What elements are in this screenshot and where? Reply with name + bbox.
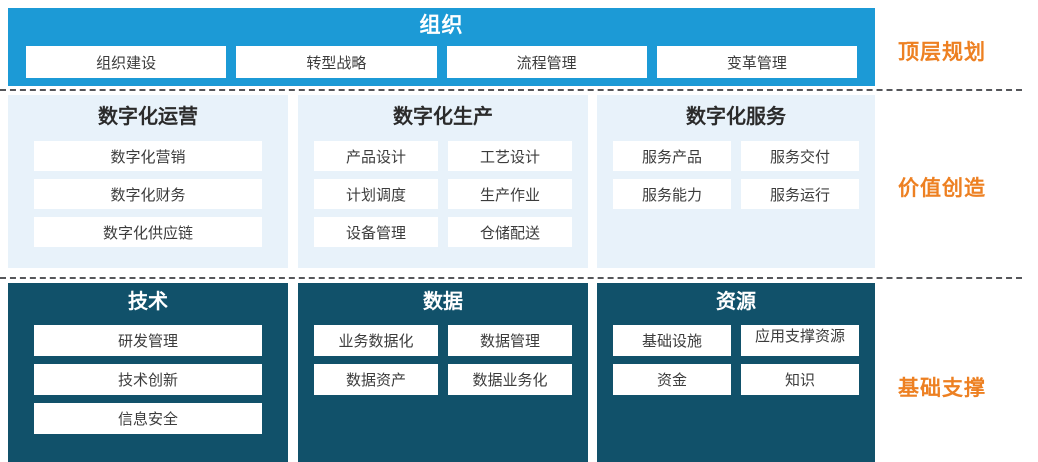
middle-panel-items: 产品设计 工艺设计 计划调度 生产作业 设备管理 仓储配送 — [298, 141, 588, 247]
middle-panel-item[interactable]: 服务产品 — [613, 141, 731, 171]
bottom-panel-title: 技术 — [128, 291, 168, 313]
layer-divider-bottom — [0, 277, 1022, 279]
middle-panel-item[interactable]: 服务运行 — [741, 179, 859, 209]
top-layer-item[interactable]: 组织建设 — [26, 46, 227, 78]
bottom-panel-item[interactable]: 研发管理 — [34, 325, 262, 356]
top-layer-item[interactable]: 转型战略 — [236, 46, 437, 78]
middle-panel-title: 数字化运营 — [98, 106, 198, 128]
bottom-panel-item[interactable]: 数据资产 — [314, 364, 438, 395]
top-layer-item-row: 组织建设 转型战略 流程管理 变革管理 — [26, 46, 857, 78]
middle-panel-digital-operations: 数字化运营 数字化营销 数字化财务 数字化供应链 — [8, 95, 288, 268]
bottom-panel-title: 数据 — [423, 291, 463, 313]
bottom-panel-item[interactable]: 基础设施 — [613, 325, 731, 356]
bottom-panel-data: 数据 业务数据化 数据管理 数据资产 数据业务化 — [298, 283, 588, 462]
top-layer-item[interactable]: 变革管理 — [656, 46, 857, 78]
bottom-panel-items: 基础设施 应用支撑资源 资金 知识 — [597, 325, 875, 395]
middle-panel-item[interactable]: 数字化财务 — [34, 179, 262, 209]
bottom-panel-item[interactable]: 数据业务化 — [448, 364, 572, 395]
bottom-panel-item[interactable]: 业务数据化 — [314, 325, 438, 356]
layer-divider-top — [0, 89, 1022, 91]
bottom-panel-resource: 资源 基础设施 应用支撑资源 资金 知识 — [597, 283, 875, 462]
middle-panel-item[interactable]: 产品设计 — [314, 141, 438, 171]
middle-panel-item[interactable]: 设备管理 — [314, 217, 438, 247]
top-layer-panel: 组织 组织建设 转型战略 流程管理 变革管理 — [8, 8, 875, 86]
stage-label-foundation-support: 基础支撑 — [898, 377, 986, 400]
stage-label-top-level-planning: 顶层规划 — [898, 41, 986, 64]
top-layer-item[interactable]: 流程管理 — [446, 46, 647, 78]
stage-label-value-creation: 价值创造 — [898, 177, 986, 200]
middle-panel-title: 数字化服务 — [686, 106, 786, 128]
middle-panel-items: 服务产品 服务交付 服务能力 服务运行 — [597, 141, 875, 209]
bottom-panel-item[interactable]: 知识 — [741, 364, 859, 395]
middle-panel-title: 数字化生产 — [393, 106, 493, 128]
middle-panel-item[interactable]: 服务交付 — [741, 141, 859, 171]
middle-panel-item[interactable]: 数字化供应链 — [34, 217, 262, 247]
bottom-panel-technology: 技术 研发管理 技术创新 信息安全 — [8, 283, 288, 462]
bottom-panel-item[interactable]: 应用支撑资源 — [741, 325, 859, 356]
middle-panel-items: 数字化营销 数字化财务 数字化供应链 — [8, 141, 288, 247]
bottom-panel-item[interactable]: 信息安全 — [34, 403, 262, 434]
bottom-panel-title: 资源 — [716, 291, 756, 313]
middle-panel-item[interactable]: 数字化营销 — [34, 141, 262, 171]
bottom-panel-item[interactable]: 资金 — [613, 364, 731, 395]
bottom-panel-item[interactable]: 数据管理 — [448, 325, 572, 356]
middle-panel-item[interactable]: 工艺设计 — [448, 141, 572, 171]
bottom-panel-items: 研发管理 技术创新 信息安全 — [8, 325, 288, 434]
middle-panel-item[interactable]: 仓储配送 — [448, 217, 572, 247]
bottom-panel-items: 业务数据化 数据管理 数据资产 数据业务化 — [298, 325, 588, 395]
bottom-panel-item[interactable]: 技术创新 — [34, 364, 262, 395]
middle-panel-item[interactable]: 生产作业 — [448, 179, 572, 209]
middle-panel-item[interactable]: 服务能力 — [613, 179, 731, 209]
middle-panel-digital-production: 数字化生产 产品设计 工艺设计 计划调度 生产作业 设备管理 仓储配送 — [298, 95, 588, 268]
middle-panel-item[interactable]: 计划调度 — [314, 179, 438, 209]
middle-panel-digital-service: 数字化服务 服务产品 服务交付 服务能力 服务运行 — [597, 95, 875, 268]
top-layer-title: 组织 — [419, 14, 464, 37]
